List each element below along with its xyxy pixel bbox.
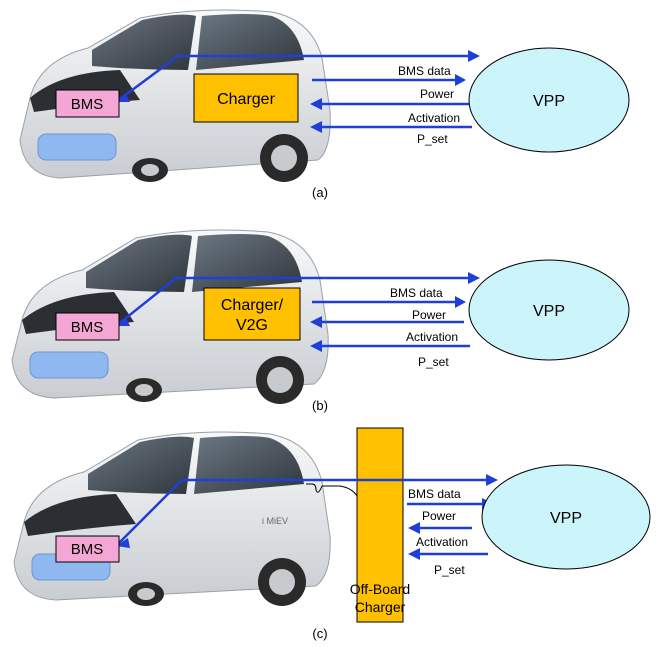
caption-a: (a) — [312, 185, 328, 200]
signal-bms-data: BMS data — [398, 64, 451, 78]
bms-data-arrow-a — [115, 54, 470, 104]
car-image: i MiEV — [13, 431, 331, 606]
off-board-charger-box — [356, 427, 404, 623]
charging-cable — [306, 483, 358, 497]
signal-activation: Activation — [406, 330, 458, 344]
car-badge: i MiEV — [262, 516, 288, 526]
signal-pset: P_set — [417, 132, 448, 146]
charger-label-line1: Charger/ — [221, 297, 284, 314]
signal-power: Power — [412, 308, 446, 322]
charger-label-line2: Charger — [355, 599, 406, 615]
charger-label: Charger — [217, 91, 275, 108]
charger-v2g-box — [203, 287, 301, 341]
vpp-node — [468, 259, 630, 361]
bms-data-arrow-b — [115, 276, 470, 327]
signal-activation: Activation — [416, 535, 468, 549]
signal-bms-data: BMS data — [390, 286, 443, 300]
bms-label: BMS — [71, 96, 104, 113]
signal-activation: Activation — [408, 111, 460, 125]
vpp-node — [468, 47, 630, 153]
vpp-label: VPP — [533, 93, 565, 110]
charger-label-line2: V2G — [236, 317, 268, 334]
signal-bms-data: BMS data — [408, 487, 461, 501]
charger-box — [193, 73, 299, 123]
panel-a: BMS Charger VPP BMS data Power Activatio… — [19, 9, 630, 200]
signal-pset: P_set — [434, 563, 465, 577]
bms-box — [55, 312, 120, 341]
bms-label: BMS — [71, 541, 104, 558]
vpp-node — [481, 464, 651, 570]
signal-power: Power — [422, 509, 456, 523]
vpp-label: VPP — [533, 303, 565, 320]
vpp-label: VPP — [550, 510, 582, 527]
bms-label: BMS — [71, 319, 104, 336]
charger-label-line1: Off-Board — [350, 581, 410, 597]
caption-c: (c) — [312, 626, 327, 641]
panel-b: BMS Charger/ V2G VPP BMS data Power Acti… — [11, 229, 630, 413]
signal-pset: P_set — [418, 355, 449, 369]
panel-c: i MiEV BMS Off-Board Charger VPP BMS dat… — [13, 427, 651, 641]
bms-data-arrow-c — [115, 478, 488, 547]
caption-b: (b) — [312, 398, 328, 413]
bms-box — [55, 89, 120, 118]
bms-box — [55, 535, 120, 563]
signal-power: Power — [420, 87, 454, 101]
